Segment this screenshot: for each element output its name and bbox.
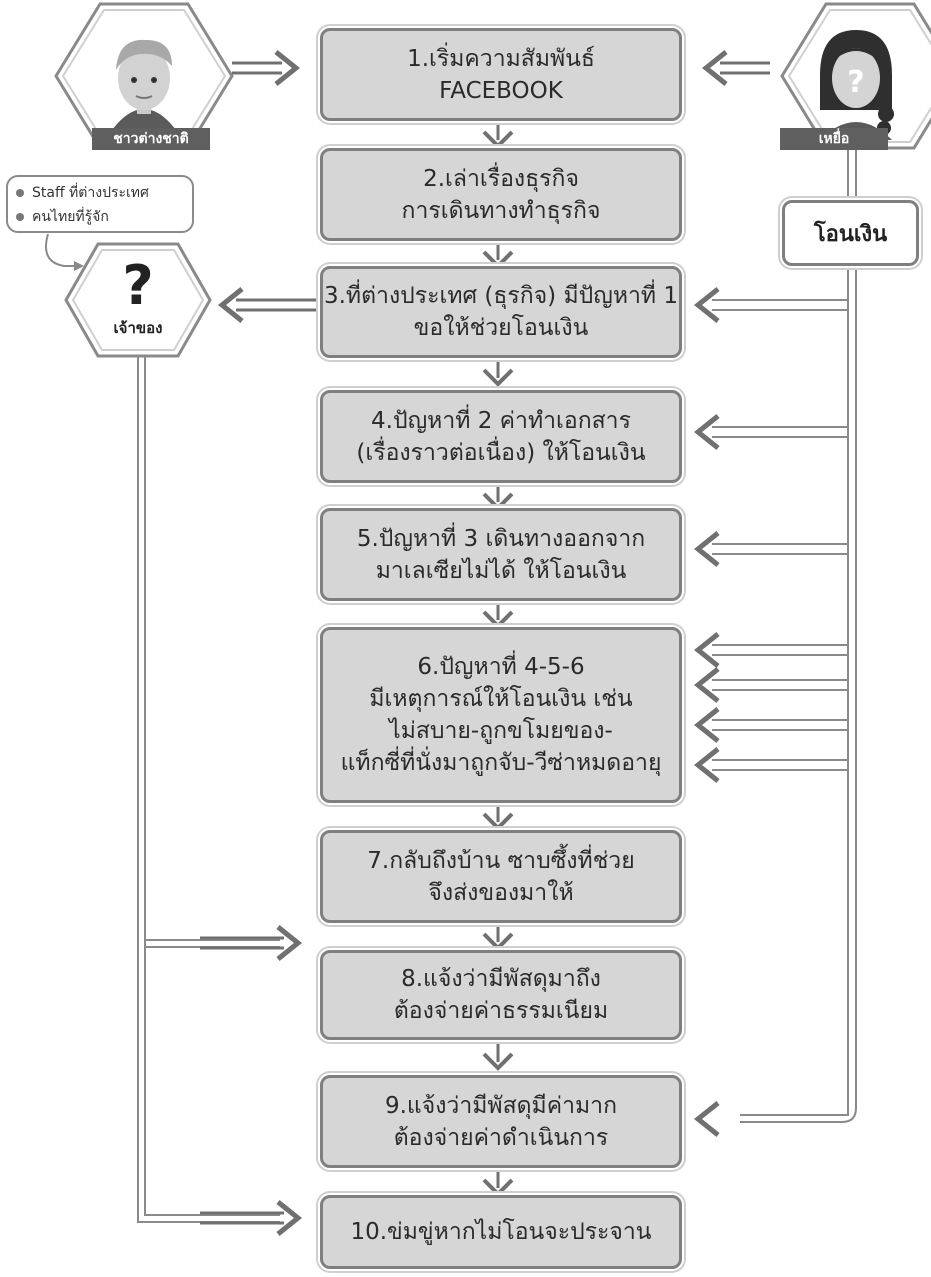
foreigner-label: ชาวต่างชาติ: [92, 128, 210, 150]
arrow-head: [693, 747, 720, 783]
money-arrow: [693, 531, 720, 567]
arrow-head: [693, 531, 720, 567]
money-arrow: [693, 414, 720, 450]
down-arrow: [482, 924, 514, 951]
victim-lines: [740, 148, 857, 1123]
double-left-arrow: [701, 50, 770, 86]
money-arrow: [693, 667, 720, 703]
arrow-head: [217, 287, 244, 323]
step-box: 8.แจ้งว่ามีพัสดุมาถึงต้องจ่ายค่าธรรมเนีย…: [320, 950, 682, 1040]
down-arrow-head: [482, 812, 514, 831]
down-arrow: [482, 602, 514, 629]
foreigner-avatar-icon: [112, 39, 176, 142]
double-right-arrow: [200, 925, 303, 961]
money-arrow: [693, 747, 720, 783]
down-arrow-head: [482, 610, 514, 629]
victim-feeders: [712, 299, 848, 771]
step-box: 5.ปัญหาที่ 3 เดินทางออกจากมาเลเซียไม่ได้…: [320, 508, 682, 601]
down-arrow: [482, 242, 514, 269]
step-box: 9.แจ้งว่ามีพัสดุมีค่ามากต้องจ่ายค่าดำเนิ…: [320, 1075, 682, 1168]
arrow-head: [701, 50, 728, 86]
money-arrow: [693, 707, 720, 743]
bullet-icon: [16, 213, 24, 221]
money-arrow: [693, 632, 720, 668]
down-arrow-head: [482, 1178, 514, 1197]
down-arrow-head: [482, 932, 514, 951]
svg-text:?: ?: [847, 65, 864, 100]
arrow-head: [693, 667, 720, 703]
down-arrow-head: [482, 368, 514, 387]
double-right-arrow: [200, 1200, 303, 1236]
arrow-head: [693, 707, 720, 743]
owner-notes-box: Staff ที่ต่างประเทศ คนไทยที่รู้จัก: [6, 175, 194, 233]
double-right-arrow: [232, 50, 301, 86]
down-arrow: [482, 1044, 514, 1071]
arrows: [200, 50, 770, 1236]
step-box: 10.ข่มขู่หากไม่โอนจะประจาน: [320, 1195, 682, 1269]
arrow-head: [274, 50, 301, 86]
double-left-arrow: [217, 287, 318, 323]
transfer-money-box: โอนเงิน: [782, 200, 919, 266]
arrow-head: [693, 1101, 720, 1137]
arrow-head: [693, 414, 720, 450]
question-mark-icon: ?: [122, 254, 154, 317]
arrow-head: [276, 925, 303, 961]
down-arrow: [482, 122, 514, 149]
victim-label: เหยื่อ: [780, 128, 888, 150]
arrow-head: [693, 632, 720, 668]
bullet-icon: [16, 189, 24, 197]
step-box: 1.เริ่มความสัมพันธ์FACEBOOK: [320, 28, 682, 121]
foreigner-actor: [54, 2, 234, 150]
owner-label: เจ้าของ: [113, 319, 163, 337]
owner-lines: [137, 356, 280, 1223]
step-box: 4.ปัญหาที่ 2 ค่าทำเอกสาร(เรื่องราวต่อเนื…: [320, 390, 682, 483]
owner-actor: [64, 242, 212, 358]
down-arrow: [482, 360, 514, 387]
down-arrow: [482, 1170, 514, 1197]
owner-note-item: Staff ที่ต่างประเทศ: [16, 181, 184, 205]
step-box: 2.เล่าเรื่องธุรกิจการเดินทางทำธุรกิจ: [320, 148, 682, 241]
down-arrow: [482, 484, 514, 511]
owner-note-item: คนไทยที่รู้จัก: [16, 205, 184, 229]
victim-actor: ?: [780, 2, 931, 150]
arrow-head: [693, 287, 720, 323]
down-arrow: [482, 804, 514, 831]
down-arrow-head: [482, 1052, 514, 1071]
arrow-head: [276, 1200, 303, 1236]
down-arrow-head: [482, 130, 514, 149]
money-arrow: [693, 1101, 720, 1137]
money-arrow: [693, 287, 720, 323]
step-box: 7.กลับถึงบ้าน ซาบซึ้งที่ช่วยจึงส่งของมาใ…: [320, 830, 682, 923]
